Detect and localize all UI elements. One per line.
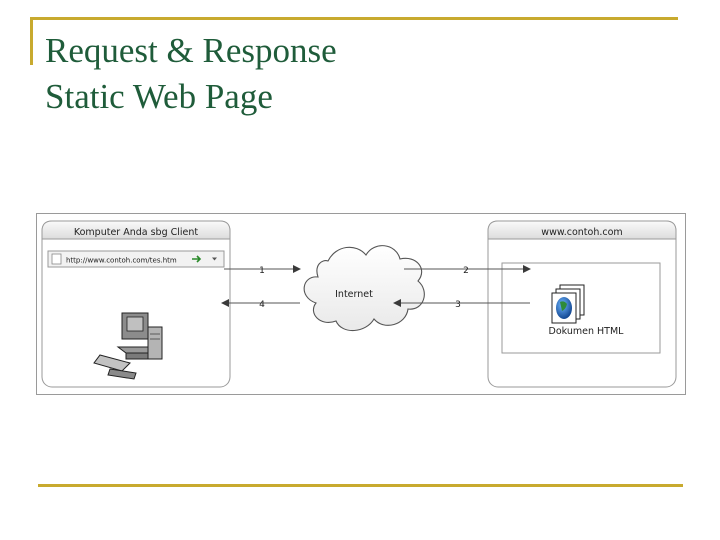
slide-title-line-1: Request & Response [45, 31, 337, 70]
title-accent-tick [30, 17, 33, 65]
slide-title-line-2: Static Web Page [45, 77, 273, 116]
internet-label: Internet [335, 289, 373, 300]
arrow-right-icon[interactable] [192, 255, 202, 263]
page-icon [51, 253, 62, 265]
server-window: www.contoh.com Dokumen HTML [487, 220, 677, 388]
title-accent-rule [30, 17, 678, 20]
desktop-computer-icon [93, 312, 163, 380]
server-window-title: www.contoh.com [541, 227, 622, 238]
internet-cloud: Internet [303, 245, 425, 332]
step-2-label: 2 [463, 266, 469, 276]
address-bar[interactable] [47, 250, 225, 268]
slide-title: Request & Response Static Web Page [45, 28, 337, 120]
client-window: Komputer Anda sbg Client http://www.cont… [41, 220, 231, 388]
step-4-label: 4 [259, 300, 265, 310]
client-window-title: Komputer Anda sbg Client [74, 227, 199, 238]
address-url: http://www.contoh.com/tes.htm [66, 257, 177, 265]
html-document-icon [551, 284, 585, 324]
document-label: Dokumen HTML [549, 326, 625, 337]
step-1-label: 1 [259, 266, 265, 276]
dropdown-icon[interactable] [212, 257, 217, 261]
bottom-accent-rule [38, 484, 683, 487]
step-3-label: 3 [455, 300, 461, 310]
request-response-diagram: Komputer Anda sbg Client http://www.cont… [36, 213, 686, 395]
